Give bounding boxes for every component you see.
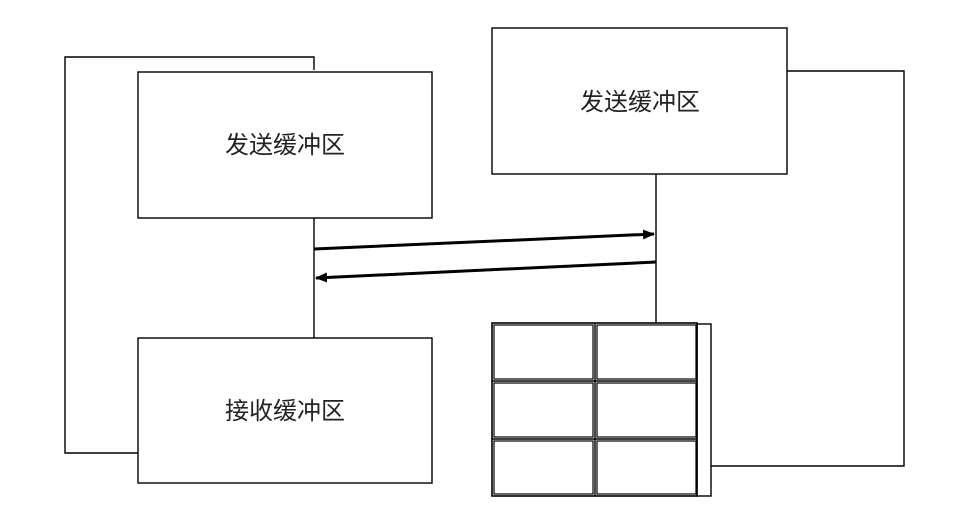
- arrow-left-to-right: [313, 229, 655, 251]
- arrow-right-to-left: [315, 260, 657, 283]
- buffer-slot: [493, 324, 594, 380]
- buffer-slot: [493, 440, 594, 495]
- buffer-slot: [493, 382, 594, 438]
- buffer-slot: [596, 324, 697, 380]
- buffer-slot: [596, 382, 697, 438]
- left-receive-buffer: 接收缓冲区: [137, 337, 433, 484]
- left-receive-buffer-label: 接收缓冲区: [225, 397, 345, 425]
- left-station-frame: [64, 56, 315, 454]
- right-send-buffer-label: 发送缓冲区: [580, 88, 700, 116]
- right-station-frame: [711, 70, 905, 467]
- right-receive-buffer-grid: [491, 322, 712, 497]
- left-send-buffer-label: 发送缓冲区: [225, 131, 345, 159]
- buffer-slot: [596, 440, 697, 495]
- right-send-buffer: 发送缓冲区: [491, 27, 788, 175]
- left-send-buffer: 发送缓冲区: [137, 71, 433, 219]
